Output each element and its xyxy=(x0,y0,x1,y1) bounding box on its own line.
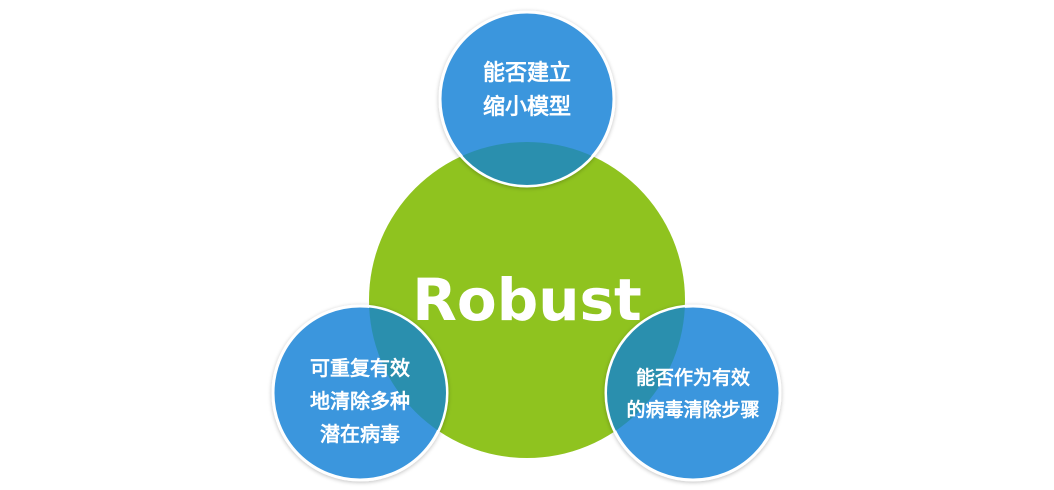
top-label-line1: 能否建立 xyxy=(483,60,571,86)
top-label-line2: 缩小模型 xyxy=(483,94,571,120)
right-label-line2: 的病毒清除步骤 xyxy=(626,398,759,421)
left-label-line2: 地清除多种 xyxy=(310,389,410,413)
right-label-line1: 能否作为有效 xyxy=(636,366,750,389)
left-label-line1: 可重复有效 xyxy=(310,356,410,380)
center-label: Robust xyxy=(412,266,642,334)
left-label-line3: 潜在病毒 xyxy=(320,422,400,446)
top-circle xyxy=(438,10,616,188)
